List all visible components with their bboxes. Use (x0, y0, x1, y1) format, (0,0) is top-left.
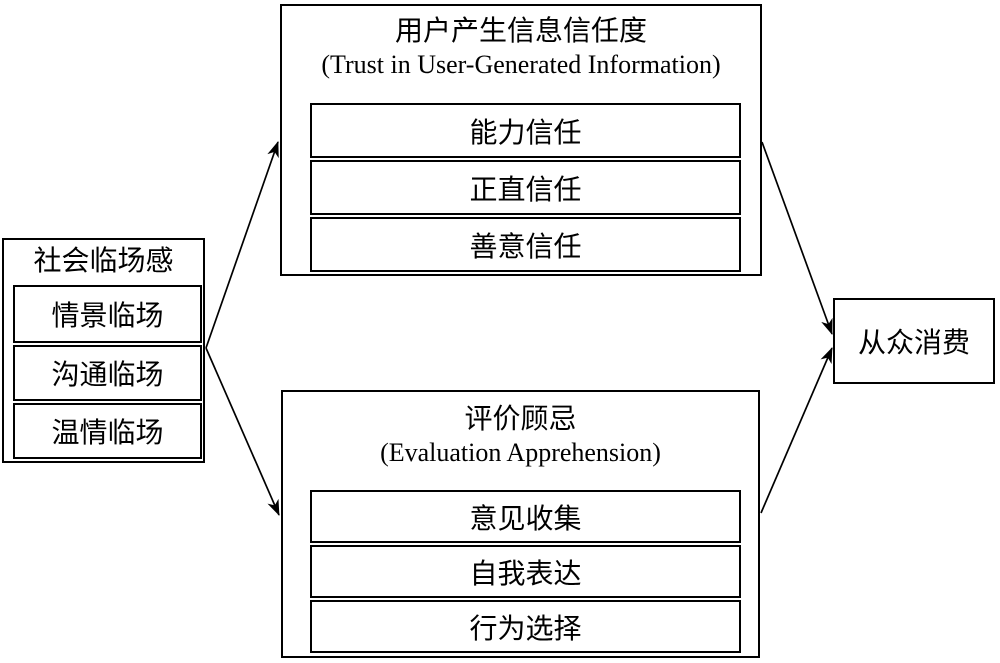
conformity-consumption-label: 从众消费 (857, 328, 970, 359)
sub-box-situational-presence: 情景临场 (13, 285, 202, 343)
arrow-evaluation-to-conformity (760, 347, 833, 514)
arrow-trust-to-conformity (761, 141, 833, 335)
sub-box-label: 行为选择 (469, 613, 582, 645)
arrow-social-presence-to-trust (205, 141, 279, 349)
evaluation-apprehension-title-en: (Evaluation Apprehension) (380, 438, 661, 467)
sub-box-competence-trust: 能力信任 (310, 103, 741, 158)
trust-ugi-box: 用户产生信息信任度 (Trust in User-Generated Infor… (280, 4, 762, 276)
sub-box-label: 情景临场 (51, 301, 164, 332)
trust-ugi-title-en: (Trust in User-Generated Information) (321, 50, 721, 79)
arrow-social-presence-to-evaluation (205, 347, 280, 516)
sub-box-label: 沟通临场 (51, 360, 164, 391)
sub-box-label: 意见收集 (469, 503, 582, 535)
sub-box-integrity-trust: 正直信任 (310, 160, 741, 215)
sub-box-benevolence-trust: 善意信任 (310, 217, 741, 272)
sub-box-label: 善意信任 (469, 231, 582, 263)
sub-box-label: 正直信任 (469, 174, 582, 206)
sub-box-opinion-collection: 意见收集 (310, 490, 741, 543)
trust-ugi-title-zh: 用户产生信息信任度 (394, 16, 647, 47)
social-presence-title: 社会临场感 (33, 246, 174, 277)
sub-box-label: 温情临场 (51, 418, 164, 449)
sub-box-self-expression: 自我表达 (310, 545, 741, 598)
sub-box-warmth-presence: 温情临场 (13, 403, 202, 459)
conformity-consumption-box: 从众消费 (833, 298, 995, 384)
sub-box-communication-presence: 沟通临场 (13, 345, 202, 401)
evaluation-apprehension-title-zh: 评价顾忌 (464, 404, 577, 435)
evaluation-apprehension-box: 评价顾忌 (Evaluation Apprehension) 意见收集 自我表达… (281, 390, 760, 658)
sub-box-behavior-choice: 行为选择 (310, 600, 741, 653)
sub-box-label: 能力信任 (469, 117, 582, 149)
sub-box-label: 自我表达 (469, 558, 582, 590)
social-presence-box: 社会临场感 情景临场 沟通临场 温情临场 (2, 238, 205, 463)
